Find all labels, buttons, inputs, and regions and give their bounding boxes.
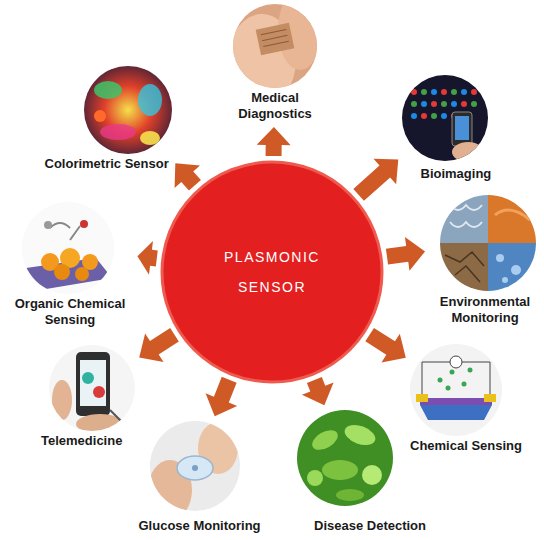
label-holder: Glucose Monitoring xyxy=(139,518,261,534)
block-arrow xyxy=(175,163,201,190)
label-holder: Environmental Monitoring xyxy=(430,294,540,326)
block-arrow xyxy=(353,159,398,201)
environment-photo xyxy=(440,195,536,291)
application-node: Organic Chemical Sensing xyxy=(8,202,133,328)
label-holder: Telemedicine xyxy=(41,433,122,449)
hub-circle-shape xyxy=(160,160,384,384)
bioimaging-photo xyxy=(400,74,490,164)
hub-disc xyxy=(162,162,382,382)
label-holder: Organic Chemical Sensing xyxy=(8,296,133,328)
chemical-device-photo xyxy=(410,344,502,436)
application-node: Disease Detection xyxy=(297,410,426,534)
block-arrow xyxy=(139,328,179,362)
label-holder: Chemical Sensing xyxy=(410,438,522,454)
application-label: Environmental Monitoring xyxy=(430,294,540,326)
hub-circle: PLASMONIC SENSOR xyxy=(160,160,384,384)
label-holder: Medical Diagnostics xyxy=(225,90,325,122)
hub-title: PLASMONIC SENSOR xyxy=(207,242,337,302)
application-node: Chemical Sensing xyxy=(410,344,522,454)
label-holder: Colorimetric Sensor xyxy=(45,156,169,172)
application-node: Environmental Monitoring xyxy=(430,195,540,326)
label-holder: Disease Detection xyxy=(314,518,426,534)
colorimetric-photo xyxy=(84,66,172,154)
application-node: Telemedicine xyxy=(41,345,135,449)
block-arrow xyxy=(302,377,334,405)
telemedicine-photo xyxy=(49,345,135,434)
application-node: Bioimaging xyxy=(402,75,492,182)
glucose-lens-photo xyxy=(148,421,240,520)
application-label: Glucose Monitoring xyxy=(139,518,261,534)
block-arrow xyxy=(386,237,425,271)
application-label: Colorimetric Sensor xyxy=(45,156,169,172)
application-node: Glucose Monitoring xyxy=(139,421,262,534)
application-label: Bioimaging xyxy=(421,166,492,182)
block-arrow xyxy=(365,328,405,363)
block-arrow xyxy=(206,377,238,416)
application-label: Disease Detection xyxy=(314,518,426,534)
block-arrow xyxy=(257,127,291,156)
block-arrow xyxy=(137,241,157,275)
application-label: Telemedicine xyxy=(41,433,122,449)
application-node: Medical Diagnostics xyxy=(225,4,325,122)
label-holder: Bioimaging xyxy=(421,166,492,182)
organic-sensing-illustration xyxy=(22,202,114,295)
application-label: Medical Diagnostics xyxy=(225,90,325,122)
bacteria-photo xyxy=(297,410,393,506)
application-node: Colorimetric Sensor xyxy=(45,66,173,172)
application-label: Organic Chemical Sensing xyxy=(8,296,133,328)
application-label: Chemical Sensing xyxy=(410,438,522,454)
hub-text-holder: PLASMONIC SENSOR xyxy=(160,160,384,384)
